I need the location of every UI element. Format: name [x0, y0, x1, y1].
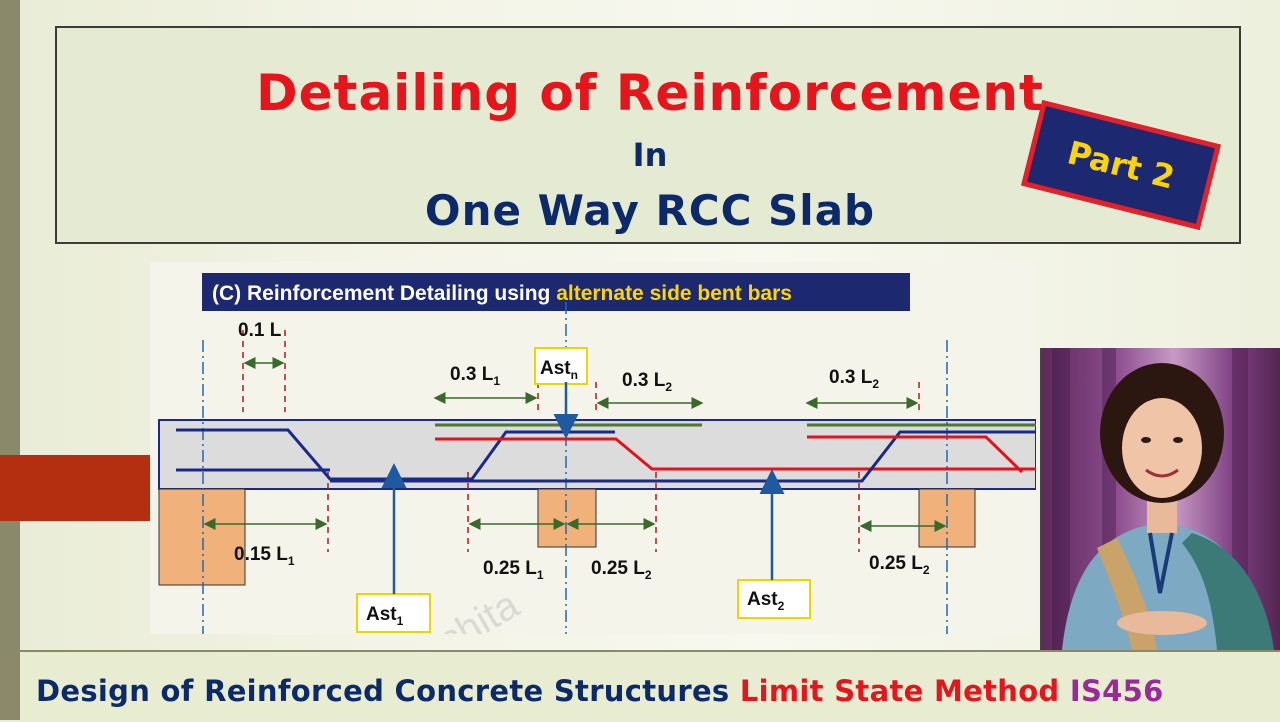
ast-n-box — [534, 347, 588, 385]
presenter-photo — [1040, 348, 1280, 650]
title-line-2: In — [632, 136, 668, 174]
reinforcement-diagram: (C) Reinforcement Detailing using altern… — [150, 262, 1037, 714]
diagram-heading: (C) Reinforcement Detailing using altern… — [212, 282, 792, 305]
support-left — [158, 488, 246, 586]
ast-n-label: Astn — [540, 358, 578, 382]
title-line-3: One Way RCC Slab — [424, 186, 876, 235]
bent-bar-blue — [330, 430, 1036, 483]
dim-label-0.1L: 0.1 L — [238, 320, 282, 341]
footer-title: Design of Reinforced Concrete Structures… — [36, 674, 1164, 708]
slab — [158, 419, 1037, 490]
decor-red-block — [0, 455, 150, 521]
left-decor-bar — [0, 0, 20, 720]
footer-band — [20, 650, 1280, 722]
ast-1-label: Ast1 — [366, 604, 404, 628]
title-line-1: Detailing of Reinforcement — [256, 64, 1044, 122]
ast-2-label: Ast2 — [747, 589, 785, 613]
dim-label-0.15L1: 0.15 L1 — [234, 544, 295, 568]
support-middle — [537, 488, 597, 548]
dim-label-0.3L2: 0.3 L2 — [829, 367, 879, 391]
dim-label-0.25L2: 0.25 L2 — [869, 553, 930, 577]
bent-bar-red — [435, 437, 1036, 471]
diagram-heading-bar — [202, 273, 910, 311]
dim-label-0.25L1: 0.25 L1 — [483, 558, 544, 582]
dim-label-0.3L2: 0.3 L2 — [622, 370, 672, 394]
dim-label-0.3L1: 0.3 L1 — [450, 364, 500, 388]
dim-label-0.25L2: 0.25 L2 — [591, 558, 652, 582]
bent-bar-red — [807, 435, 1024, 474]
ast-2-box — [737, 579, 811, 619]
